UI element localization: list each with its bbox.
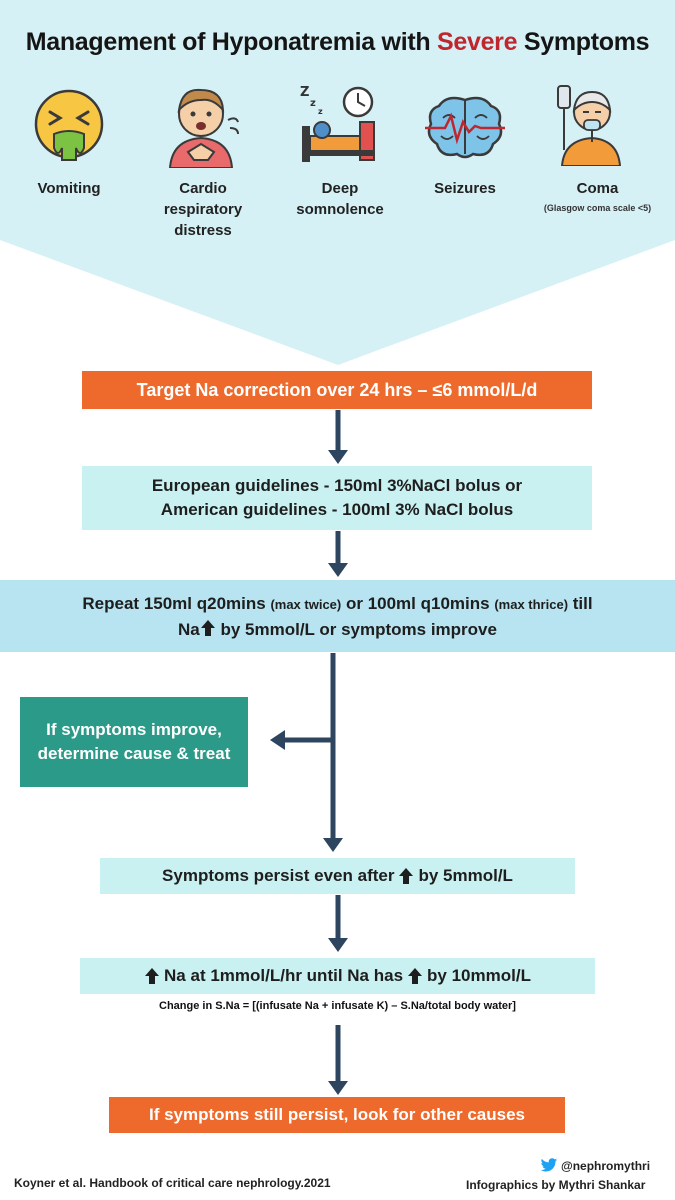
twitter-handle: @nephromythri (540, 1158, 650, 1173)
guidelines-american-text: American guidelines - 100ml 3% NaCl bolu… (160, 500, 514, 519)
title-text: Management of Hyponatremia with (25, 28, 437, 56)
symptoms-improve-box: If symptoms improve, determine cause & t… (20, 697, 248, 787)
symptom-text-somnolence: Deep somnolence (296, 180, 384, 218)
page-title: Management of Hyponatremia with Severe S… (0, 28, 675, 57)
repeat-text-a: Repeat 150ml q20mins (82, 593, 271, 613)
symptom-text-coma: Coma (576, 180, 619, 197)
arrow-head-2 (328, 563, 348, 577)
sleeping-person-icon: Z z z (300, 85, 375, 162)
raise-sodium-box: Na at 1mmol/L/hr until Na has by 10mmol/… (80, 958, 595, 994)
repeat-bolus-box: Repeat 150ml q20mins (max twice) or 100m… (0, 580, 675, 652)
arrow-head-5 (328, 1081, 348, 1095)
sodium-change-formula: Change in S.Na = [(infusate Na + infusat… (159, 1000, 516, 1012)
up-arrow-icon (145, 968, 160, 984)
raise-text-a: Na at 1mmol/L/hr until Na has (164, 966, 404, 985)
final-step-text: If symptoms still persist, look for othe… (149, 1105, 525, 1124)
svg-text:z: z (318, 107, 323, 116)
svg-text:Z: Z (300, 85, 309, 100)
arrow-head-3 (323, 838, 343, 852)
persist-text-a: Symptoms persist even after (162, 866, 395, 885)
up-arrow-icon (408, 968, 423, 984)
repeat-text-na: Na (178, 619, 200, 639)
symptom-label-vomiting: Vomiting (37, 180, 101, 197)
target-correction-text: Target Na correction over 24 hrs – ≤6 mm… (136, 379, 538, 400)
twitter-handle-text: @nephromythri (561, 1158, 651, 1173)
symptom-subtext-coma: (Glasgow coma scale <5) (543, 203, 652, 213)
repeat-text-max-twice: (max twice) (270, 596, 342, 612)
distressed-person-icon (168, 88, 239, 168)
up-arrow-icon (399, 868, 414, 884)
final-step-box: If symptoms still persist, look for othe… (109, 1097, 565, 1133)
coma-patient-icon (557, 85, 622, 166)
header-chevron-background (0, 0, 675, 365)
up-arrow-icon (200, 619, 215, 636)
persist-text-b: by 5mmol/L (418, 866, 513, 885)
arrow-head-branch (270, 730, 285, 750)
brain-seizure-icon (425, 96, 505, 159)
symptom-text-cardio: Cardio respiratory distress (163, 180, 243, 239)
symptom-label-seizures: Seizures (434, 180, 496, 197)
svg-text:z: z (310, 98, 316, 109)
raise-text-b: by 10mmol/L (427, 966, 531, 985)
repeat-text-d: by 5mmol/L or symptoms improve (215, 619, 497, 639)
credit-text: Infographics by Mythri Shankar (466, 1178, 646, 1192)
symptom-label-cardio: Cardio respiratory distress (148, 178, 258, 241)
symptom-label-coma: Coma (Glasgow coma scale <5) (525, 178, 670, 214)
vomiting-face-icon (34, 89, 104, 161)
citation-text: Koyner et al. Handbook of critical care … (14, 1176, 331, 1190)
title-text-end: Symptoms (517, 28, 650, 56)
guidelines-european-text: European guidelines - 150ml 3%NaCl bolus… (151, 476, 523, 495)
repeat-line-1: Repeat 150ml q20mins (max twice) or 100m… (82, 591, 592, 617)
repeat-text-max-thrice: (max thrice) (494, 596, 569, 612)
title-severe: Severe (437, 28, 518, 56)
symptom-label-somnolence: Deep somnolence (280, 178, 400, 220)
arrow-head-1 (328, 450, 348, 464)
target-correction-box: Target Na correction over 24 hrs – ≤6 mm… (82, 371, 592, 409)
symptoms-improve-text: If symptoms improve, determine cause & t… (37, 720, 231, 763)
repeat-text-c: till (568, 593, 593, 613)
symptoms-persist-box: Symptoms persist even after by 5mmol/L (100, 858, 575, 894)
guidelines-box: European guidelines - 150ml 3%NaCl bolus… (82, 466, 592, 530)
repeat-text-b: or 100ml q10mins (341, 593, 495, 613)
repeat-line-2: Na by 5mmol/L or symptoms improve (178, 617, 497, 642)
twitter-bird-icon (540, 1158, 558, 1172)
arrow-head-4 (328, 938, 348, 952)
